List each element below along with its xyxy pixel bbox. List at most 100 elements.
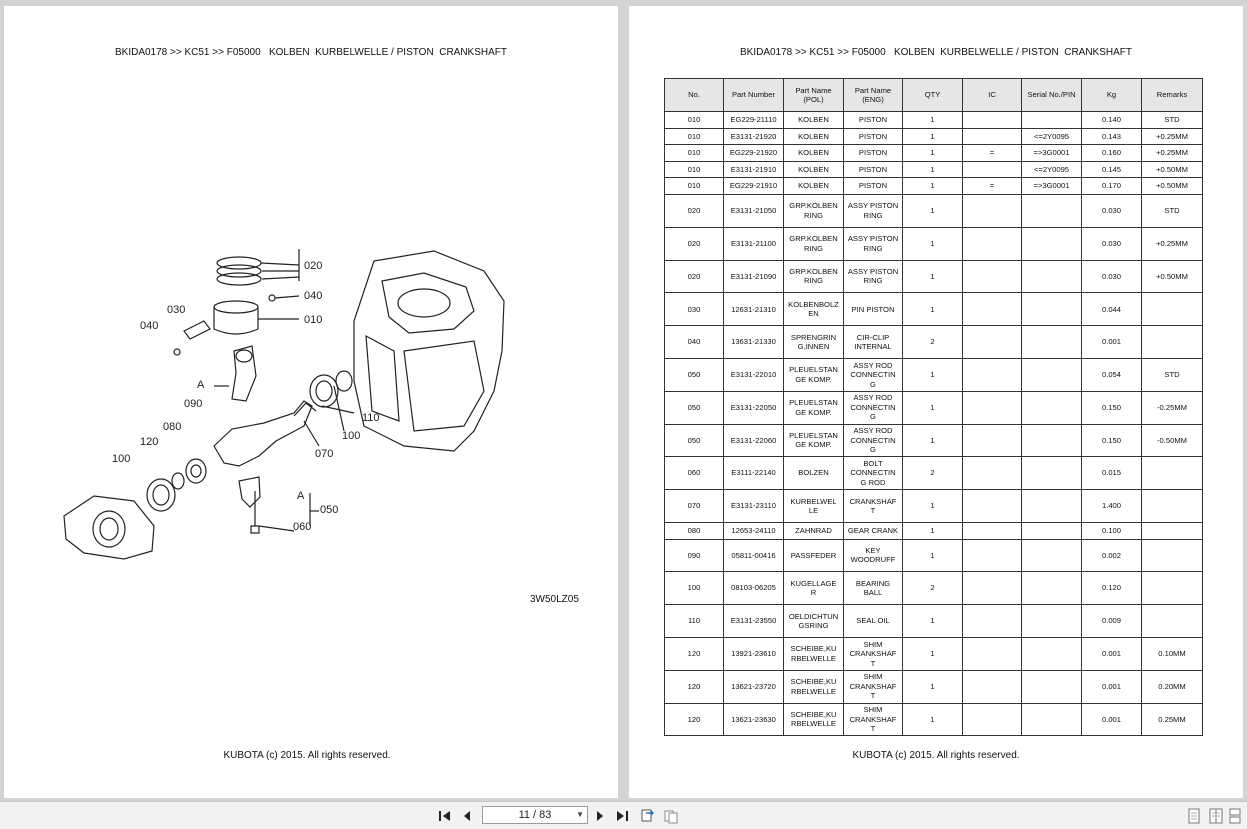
table-cell: 1	[902, 127, 963, 146]
table-cell: GRP.KOLBEN RING	[783, 226, 844, 261]
table-cell	[1141, 571, 1203, 606]
table-cell: PASSFEDER	[783, 538, 844, 573]
table-cell: PLEUELSTAN GE KOMP.	[783, 423, 844, 458]
table-cell: 0.001	[1081, 325, 1142, 359]
table-cell: +0.50MM	[1141, 177, 1203, 195]
previous-page-icon[interactable]	[459, 808, 475, 824]
table-cell	[962, 357, 1022, 392]
table-cell	[962, 390, 1022, 425]
table-cell: 2	[902, 456, 963, 491]
page-selector[interactable]: 11 / 83 ▼	[482, 806, 588, 824]
table-cell: 1	[902, 538, 963, 573]
table-cell: 120	[664, 669, 724, 704]
table-cell: 12631-21310	[723, 292, 784, 327]
table-cell	[1021, 521, 1082, 540]
table-cell: KOLBEN	[783, 144, 844, 162]
table-cell: 0.145	[1081, 160, 1142, 179]
column-header: Serial No./PIN	[1021, 78, 1082, 112]
table-cell: CIR-CLIP INTERNAL	[843, 325, 903, 359]
table-cell	[1021, 423, 1082, 458]
table-cell: 1	[902, 193, 963, 228]
table-cell: KURBELWEL LE	[783, 489, 844, 523]
page-footer-right: KUBOTA (c) 2015. All rights reserved.	[852, 750, 1020, 761]
book-view-icon[interactable]	[1208, 808, 1224, 824]
first-page-icon[interactable]	[437, 808, 453, 824]
continuous-view-icon[interactable]	[1227, 808, 1243, 824]
table-cell: 0.015	[1081, 456, 1142, 491]
table-cell: PISTON	[843, 144, 903, 162]
table-cell	[1021, 292, 1082, 327]
table-cell: EG229-21920	[723, 144, 784, 162]
last-page-icon[interactable]	[614, 808, 630, 824]
single-page-icon[interactable]	[1186, 808, 1202, 824]
two-page-view-icon[interactable]	[663, 808, 679, 824]
callout-080: 080	[163, 421, 181, 433]
table-cell: 13621-23720	[723, 669, 784, 704]
table-cell: ASSY PISTON RING	[843, 259, 903, 294]
table-cell: 2	[902, 571, 963, 606]
table-cell	[1021, 325, 1082, 359]
table-cell: 0.25MM	[1141, 702, 1203, 737]
table-cell: 050	[664, 423, 724, 458]
table-cell: 0.160	[1081, 144, 1142, 162]
table-cell: ASSY ROD CONNECTIN G	[843, 357, 903, 392]
table-cell: E3111-22140	[723, 456, 784, 491]
table-cell: E3131-21100	[723, 226, 784, 261]
table-cell: 0.001	[1081, 636, 1142, 671]
table-cell: +0.25MM	[1141, 127, 1203, 146]
table-cell: 0.054	[1081, 357, 1142, 392]
rotate-view-icon[interactable]	[640, 808, 656, 824]
table-cell: 050	[664, 357, 724, 392]
page-footer-left: KUBOTA (c) 2015. All rights reserved.	[223, 750, 391, 761]
table-cell	[1021, 193, 1082, 228]
table-cell: E3131-21090	[723, 259, 784, 294]
chevron-down-icon: ▼	[576, 810, 584, 819]
table-cell	[962, 325, 1022, 359]
table-cell: E3131-22060	[723, 423, 784, 458]
table-cell: PISTON	[843, 127, 903, 146]
table-cell: 0.140	[1081, 111, 1142, 129]
table-cell: ZAHNRAD	[783, 521, 844, 540]
table-cell	[962, 160, 1022, 179]
table-cell: CRANKSHAF T	[843, 489, 903, 523]
table-cell	[1021, 259, 1082, 294]
table-cell: 120	[664, 636, 724, 671]
callout-110: 110	[362, 412, 380, 424]
table-cell: KOLBEN	[783, 127, 844, 146]
page-header-right: BKIDA0178 >> KC51 >> F05000 KOLBEN KURBE…	[739, 47, 1133, 58]
table-cell	[1141, 292, 1203, 327]
table-cell: 090	[664, 538, 724, 573]
callout-060: 060	[293, 521, 311, 533]
table-cell: ASSY PISTON RING	[843, 226, 903, 261]
table-cell: ASSY ROD CONNECTIN G	[843, 390, 903, 425]
table-cell: BEARING BALL	[843, 571, 903, 606]
table-cell: GEAR CRANK	[843, 521, 903, 540]
table-cell: 1	[902, 489, 963, 523]
table-cell: 0.001	[1081, 702, 1142, 737]
table-cell: 010	[664, 177, 724, 195]
table-cell	[1021, 489, 1082, 523]
table-cell: =>3G0001	[1021, 144, 1082, 162]
table-cell: 1	[902, 292, 963, 327]
table-cell: +0.25MM	[1141, 144, 1203, 162]
table-cell	[962, 571, 1022, 606]
table-cell	[1021, 111, 1082, 129]
callout-070: 070	[315, 448, 333, 460]
table-cell: 050	[664, 390, 724, 425]
table-cell: SHIM CRANKSHAF T	[843, 669, 903, 704]
table-cell: KUGELLAGE R	[783, 571, 844, 606]
table-cell: 100	[664, 571, 724, 606]
table-cell: STD	[1141, 193, 1203, 228]
table-cell: 2	[902, 325, 963, 359]
next-page-icon[interactable]	[592, 808, 608, 824]
